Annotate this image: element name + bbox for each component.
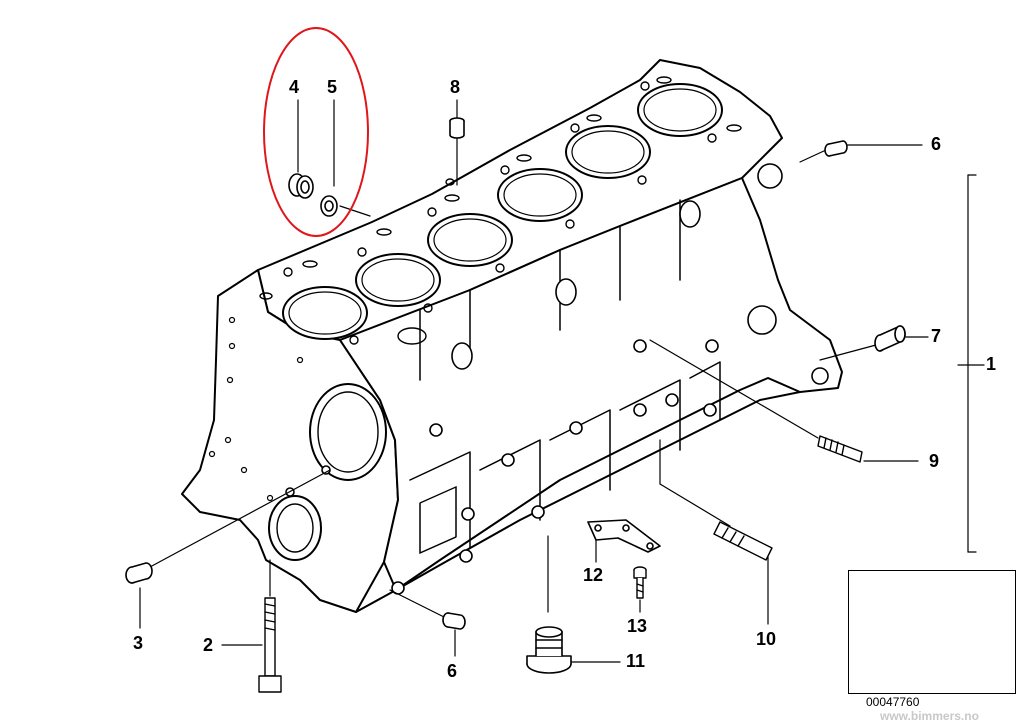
callout-11[interactable]: 11 <box>626 651 646 671</box>
callout-6-top[interactable]: 6 <box>931 134 942 154</box>
part-5-seal-ring <box>320 195 338 217</box>
engine-block <box>181 59 843 613</box>
part-3-plug <box>125 562 153 584</box>
callout-8[interactable]: 8 <box>450 77 461 97</box>
diagram-id-label: 00047760 <box>866 695 920 709</box>
callout-3[interactable]: 3 <box>133 633 144 653</box>
part-12-bracket <box>587 519 661 553</box>
callout-12[interactable]: 12 <box>583 565 604 585</box>
callout-10[interactable]: 10 <box>756 629 777 649</box>
part-6-dowel-bottom <box>442 612 466 630</box>
highlight-circle <box>263 27 369 237</box>
callout-6-bottom[interactable]: 6 <box>447 661 458 681</box>
part-9-stud <box>817 435 863 463</box>
part-4-plug <box>288 173 314 199</box>
part-8-dowel <box>449 117 465 139</box>
callout-5[interactable]: 5 <box>327 77 338 97</box>
part-7-sleeve <box>874 325 906 352</box>
callout-4[interactable]: 4 <box>289 77 300 97</box>
callout-7[interactable]: 7 <box>931 326 942 346</box>
callout-9[interactable]: 9 <box>929 451 940 471</box>
part-10-stud <box>713 521 773 561</box>
callout-13[interactable]: 13 <box>627 616 648 636</box>
callout-2[interactable]: 2 <box>203 635 214 655</box>
part-6-dowel-top <box>824 140 848 157</box>
part-11-drain-plug <box>526 626 572 674</box>
callout-1[interactable]: 1 <box>986 354 997 374</box>
watermark: www.bimmers.no <box>880 709 979 723</box>
part-2-bolt <box>258 597 282 693</box>
vehicle-thumbnail-frame <box>848 570 1016 694</box>
part-13-bolt <box>633 566 647 599</box>
